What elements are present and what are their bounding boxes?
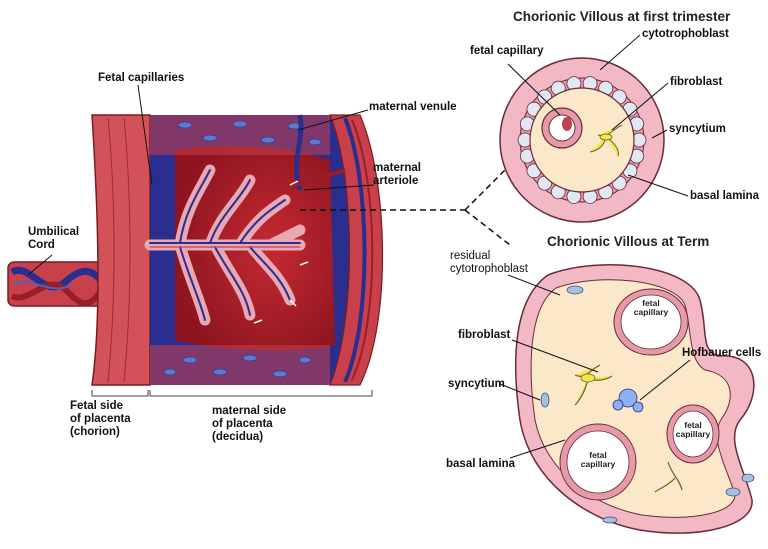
label-fetal-capillary-term-3: fetal capillary <box>573 451 623 470</box>
label-fibroblast-term: fibroblast <box>458 329 510 342</box>
label-maternal-side: maternal side of placenta (decidua) <box>212 405 286 445</box>
label-fetal-capillaries: Fetal capillaries <box>98 72 184 85</box>
label-basal-lamina-ft: basal lamina <box>690 190 759 203</box>
label-fetal-capillary-term-1: fetal capillary <box>626 299 676 318</box>
umbilical-cord <box>8 262 108 306</box>
label-umbilical-cord: Umbilical Cord <box>28 226 79 252</box>
label-fetal-capillary-term-2: fetal capillary <box>668 421 718 440</box>
first-trimester-villus <box>500 58 664 222</box>
chorionic-plate <box>92 115 150 385</box>
term-title: Chorionic Villous at Term <box>547 234 709 249</box>
label-basal-lamina-term: basal lamina <box>446 458 515 471</box>
label-fibroblast-ft: fibroblast <box>670 76 722 89</box>
label-residual-cytotrophoblast: residual cytotrophoblast <box>450 250 528 276</box>
label-cytotrophoblast-ft: cytotrophoblast <box>642 28 729 41</box>
label-syncytium-term: syncytium <box>448 378 505 391</box>
first-trimester-title: Chorionic Villous at first trimester <box>513 9 730 24</box>
label-fetal-capillary-ft: fetal capillary <box>470 45 544 58</box>
label-maternal-arteriole: maternal arteriole <box>373 162 421 188</box>
label-syncytium-ft: syncytium <box>669 123 726 136</box>
label-maternal-venule: maternal venule <box>369 101 457 114</box>
label-hofbauer-cells: Hofbauer cells <box>682 347 761 360</box>
label-fetal-side: Fetal side of placenta (chorion) <box>70 400 131 440</box>
placenta-brackets <box>92 390 372 396</box>
